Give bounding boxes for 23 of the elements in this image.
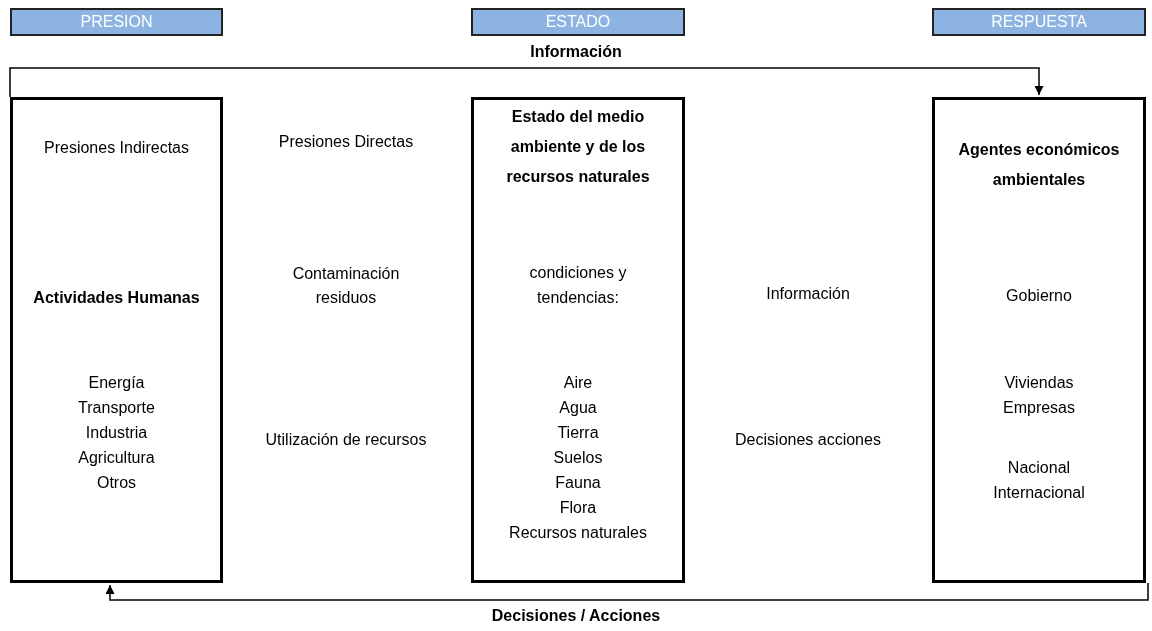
- state-box: [471, 97, 685, 583]
- heading-text: Agentes económicos ambientales: [957, 140, 1121, 190]
- body-text: Gobierno: [1005, 286, 1073, 306]
- header-box: PRESION: [10, 8, 223, 36]
- flow-text: Presiones Directas: [277, 132, 415, 152]
- header-box: ESTADO: [471, 8, 685, 36]
- heading-text: Presiones Indirectas: [43, 138, 190, 158]
- list-text: Nacional Internacional: [992, 458, 1086, 503]
- heading-text: Estado del medio ambiente y de los recursos naturales: [505, 107, 651, 187]
- flow-text: Decisiones acciones: [734, 430, 882, 450]
- header-box: RESPUESTA: [932, 8, 1146, 36]
- list-text: Aire Agua Tierra Suelos Fauna Flora Recursos naturales: [508, 373, 648, 543]
- feedback-arrow: [105, 582, 1149, 601]
- heading-text: Actividades Humanas: [32, 288, 201, 308]
- response-box: [932, 97, 1146, 583]
- pressure-box: [10, 97, 223, 583]
- flow-text: Contaminación residuos: [291, 264, 401, 308]
- body-text: condiciones y tendencias:: [528, 263, 628, 308]
- list-text: Energía Transporte Industria Agricultura Otros: [77, 373, 156, 493]
- flow-text: Utilización de recursos: [264, 430, 428, 450]
- feedback-arrow: [9, 67, 1044, 98]
- flow-text: Información: [765, 284, 851, 304]
- list-text: Viviendas Empresas: [1002, 373, 1076, 418]
